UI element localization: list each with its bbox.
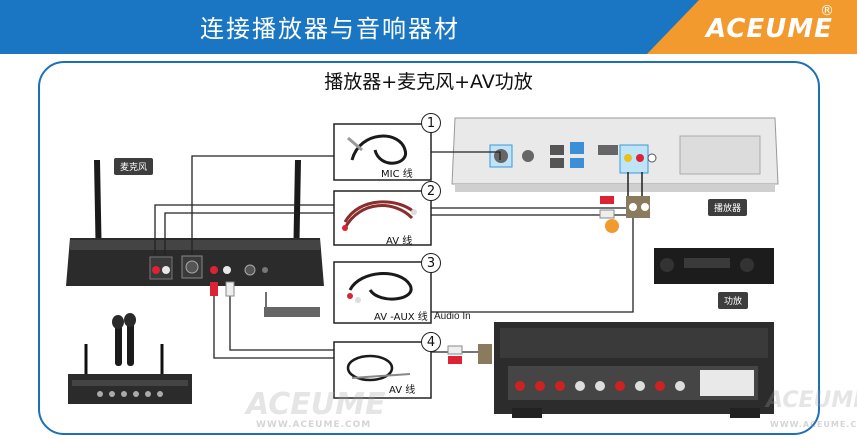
page-title: 连接播放器与音响器材 <box>200 15 460 43</box>
cable-box-4 <box>333 341 432 399</box>
cable-box-2 <box>333 190 432 246</box>
watermark-brand-1: ACEUME <box>246 387 386 422</box>
wireless-mic-set <box>68 313 192 404</box>
media-player <box>451 117 779 192</box>
diagram-subtitle: 播放器+麦克风+AV功放 <box>324 71 533 93</box>
cable-label-1: MIC 线 <box>381 169 413 180</box>
av-amplifier <box>494 248 774 418</box>
watermark-url-2: WWW.ACEUME.COM <box>770 420 857 429</box>
amplifier-label: 功放 <box>718 292 749 309</box>
player-label: 播放器 <box>708 199 748 216</box>
mic-receiver <box>66 159 324 286</box>
diagram-panel <box>38 61 820 435</box>
audio-in-label: Audio In <box>434 311 471 322</box>
cable-number-2: 2 <box>421 181 441 201</box>
brand-wedge <box>647 0 857 54</box>
cable-number-4: 4 <box>421 332 441 352</box>
microphone-label: 麦克风 <box>114 158 154 175</box>
cable-box-3 <box>333 261 432 324</box>
rca-plugs <box>210 196 650 364</box>
watermark-brand-2: ACEUME <box>766 388 857 413</box>
cable-number-3: 3 <box>421 253 441 273</box>
watermark-url-1: WWW.ACEUME.COM <box>256 420 372 430</box>
cable-label-3: AV -AUX 线 <box>374 312 428 323</box>
brand-logo: ACEUME <box>706 14 833 44</box>
registered-mark: ® <box>820 3 834 19</box>
cable-number-1: 1 <box>421 113 441 133</box>
cable-label-4: AV 线 <box>389 385 416 396</box>
cable-label-2: AV 线 <box>386 236 413 247</box>
